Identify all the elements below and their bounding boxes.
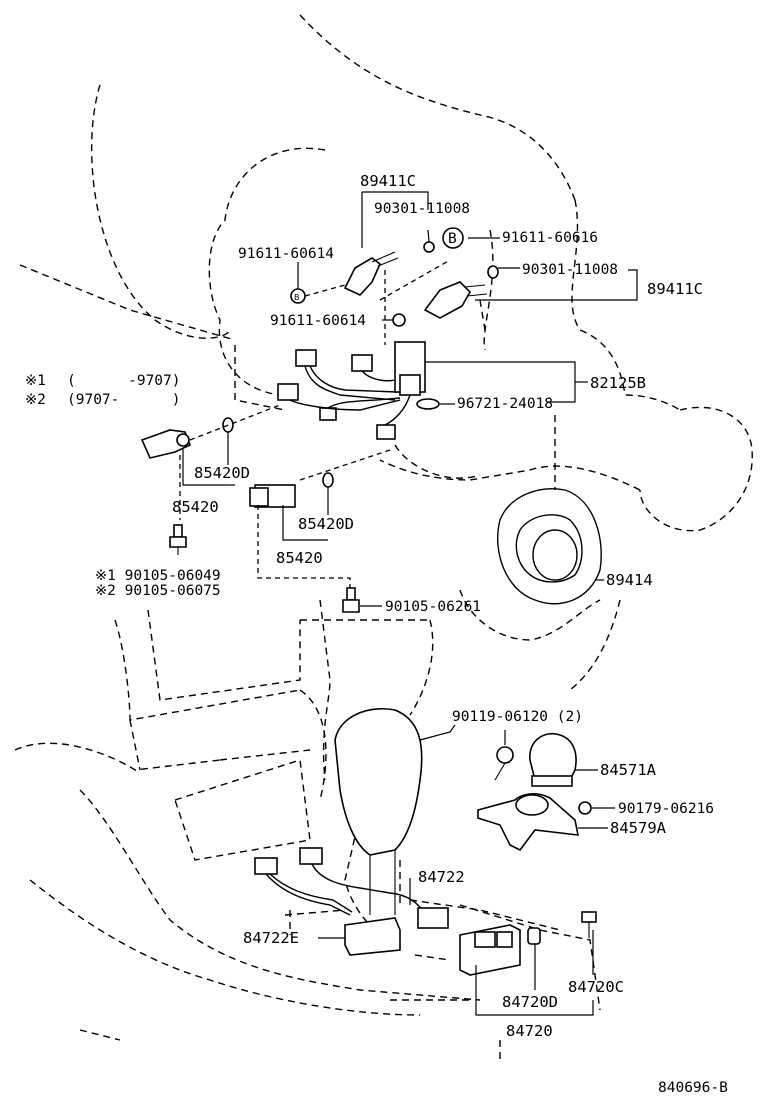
label-85420d-top: 85420D — [194, 464, 250, 482]
label-85420-bottom: 85420 — [276, 549, 323, 567]
clip-60614-mid-icon — [392, 313, 406, 327]
legend-range-1: ( -9707) — [67, 373, 181, 389]
label-84720c: 84720C — [568, 978, 624, 996]
label-90179: 90179-06216 — [618, 801, 714, 817]
label-ref-b: B — [448, 231, 457, 247]
oring-right-icon — [487, 265, 499, 279]
label-96721: 96721-24018 — [457, 396, 553, 412]
label-89411c-top: 89411C — [360, 172, 416, 190]
switch-85420-top-icon — [140, 429, 192, 459]
label-85420d-bottom: 85420D — [298, 515, 354, 533]
label-90105-06049: ※1 90105-06049 — [95, 568, 221, 584]
switch-84720-icon — [459, 924, 521, 976]
bolt-b-top-icon — [423, 241, 435, 253]
module-84722e-icon — [344, 917, 401, 956]
svg-text:B: B — [294, 293, 300, 302]
label-84722: 84722 — [418, 868, 465, 886]
legend-range-2: (9707- ) — [67, 392, 181, 408]
legend-mark-1: ※1 — [25, 373, 46, 389]
label-84720: 84720 — [506, 1022, 553, 1040]
legend-mark-2: ※2 — [25, 392, 46, 408]
cap-84571a-icon — [529, 733, 577, 787]
oring-96721-icon — [416, 398, 440, 410]
speed-sensor-left-icon — [343, 251, 399, 296]
nut-90179-icon — [578, 801, 592, 815]
label-89411c-right: 89411C — [647, 280, 703, 298]
part-labels: 89411C 90301-11008 91611-60614 B 91611-6… — [25, 172, 728, 1096]
label-90119: 90119-06120 (2) — [452, 709, 583, 725]
label-90301-top: 90301-11008 — [374, 201, 470, 217]
plug-84720d-icon — [527, 927, 541, 945]
label-82125b: 82125B — [590, 374, 646, 392]
screw-84720c-icon — [581, 911, 597, 938]
body-outline — [14, 14, 753, 1060]
bracket-84579a-icon — [477, 793, 580, 852]
label-91611-60614-top: 91611-60614 — [238, 246, 334, 262]
screw-06049-icon — [169, 524, 187, 555]
ref-b-circle — [442, 227, 464, 249]
label-84720d: 84720D — [502, 993, 558, 1011]
label-84579a: 84579A — [610, 819, 667, 837]
label-90105-06075: ※2 90105-06075 — [95, 583, 221, 599]
oring-85420d-bottom-icon — [322, 472, 334, 488]
shift-knob-icon — [334, 708, 423, 915]
label-85420-top: 85420 — [172, 498, 219, 516]
wire-harness-icon — [277, 341, 426, 440]
harness-84722-icon — [254, 847, 449, 929]
label-89414: 89414 — [606, 571, 653, 589]
label-84571a: 84571A — [600, 761, 657, 779]
label-90301-right: 90301-11008 — [522, 262, 618, 278]
screw-06261-icon — [342, 587, 360, 613]
label-91611-60616: 91611-60616 — [502, 230, 598, 246]
label-84722e: 84722E — [243, 929, 299, 947]
diagram-id: 840696-B — [658, 1080, 728, 1096]
leader-lines — [179, 191, 638, 1016]
shift-boot-89414-icon — [496, 488, 602, 605]
switch-85420-bottom-icon — [249, 484, 296, 508]
speed-sensor-right-icon — [423, 281, 488, 319]
bolt-90119-icon — [494, 746, 514, 781]
label-90105-06261: 90105-06261 — [385, 599, 481, 615]
clip-60614-top-icon: B — [290, 288, 306, 304]
label-91611-60614-mid: 91611-60614 — [270, 313, 366, 329]
